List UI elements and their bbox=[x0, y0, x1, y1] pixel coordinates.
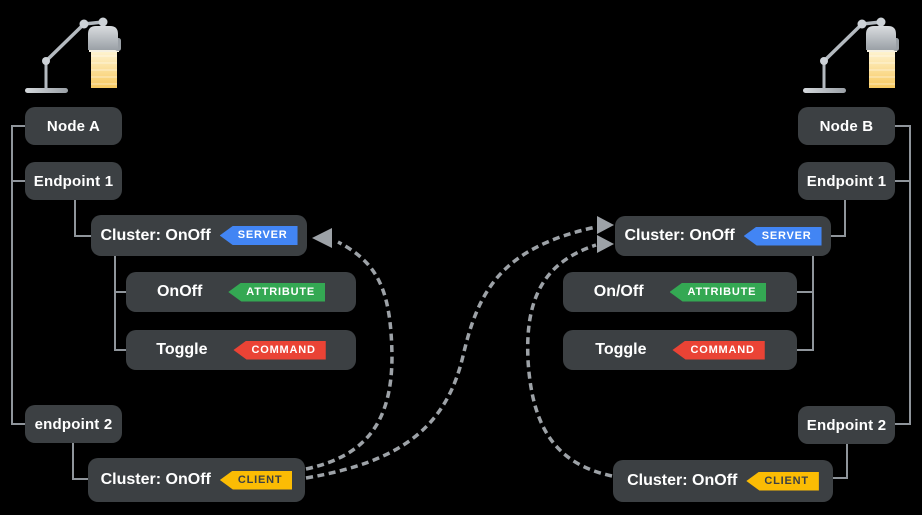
node-a-label: Node A bbox=[46, 117, 101, 135]
cluster-label: Cluster: OnOff bbox=[624, 227, 735, 244]
cluster-label: Cluster: OnOff bbox=[100, 226, 211, 244]
node-b-endpoint-2-box: Endpoint 2 bbox=[798, 406, 895, 444]
desk-lamp-icon bbox=[23, 15, 123, 95]
attribute-badge: ATTRIBUTE bbox=[228, 282, 326, 302]
cluster-label: Cluster: OnOff bbox=[627, 472, 738, 489]
server-badge: SERVER bbox=[743, 226, 822, 246]
endpoint-label: endpoint 2 bbox=[34, 415, 113, 433]
node-a-endpoint-2-box: endpoint 2 bbox=[25, 405, 122, 443]
server-badge: SERVER bbox=[219, 226, 298, 245]
binding-arrow-clientB-to-serverB bbox=[525, 243, 613, 478]
endpoint-label: Endpoint 1 bbox=[33, 172, 114, 190]
attribute-label: On/Off bbox=[593, 283, 644, 300]
binding-arrow-clientA-to-serverA bbox=[305, 240, 394, 471]
endpoint-label: Endpoint 2 bbox=[806, 416, 887, 434]
client-badge: CLIENT bbox=[219, 470, 293, 490]
node-b-server-cluster-box: Cluster: OnOff SERVER bbox=[615, 216, 831, 256]
node-a-box: Node A bbox=[25, 107, 122, 145]
arrowhead-into-serverB-lower bbox=[597, 235, 614, 253]
node-b-client-cluster-box: Cluster: OnOff CLIENT bbox=[613, 460, 833, 502]
node-b-box: Node B bbox=[798, 107, 895, 145]
tree-connector-lines-left bbox=[11, 125, 126, 480]
command-label: Toggle bbox=[595, 341, 647, 358]
command-label: Toggle bbox=[156, 341, 208, 358]
command-badge: COMMAND bbox=[672, 340, 765, 360]
node-b-endpoint-1-box: Endpoint 1 bbox=[798, 162, 895, 200]
arrowhead-into-serverA bbox=[312, 228, 332, 248]
desk-lamp-icon bbox=[801, 15, 901, 95]
binding-arrow-clientA-to-serverB bbox=[305, 225, 597, 480]
node-a-client-cluster-box: Cluster: OnOff CLIENT bbox=[88, 458, 305, 502]
client-badge: CLIENT bbox=[746, 471, 819, 491]
attribute-label: OnOff bbox=[156, 283, 203, 300]
endpoint-label: Endpoint 1 bbox=[806, 172, 887, 190]
cluster-label: Cluster: OnOff bbox=[100, 471, 211, 488]
node-b-attribute-box: On/Off ATTRIBUTE bbox=[563, 272, 797, 312]
node-a-attribute-box: OnOff ATTRIBUTE bbox=[126, 272, 356, 312]
attribute-badge: ATTRIBUTE bbox=[669, 282, 767, 302]
node-b-command-box: Toggle COMMAND bbox=[563, 330, 797, 370]
node-a-server-cluster-box: Cluster: OnOff SERVER bbox=[91, 215, 307, 256]
node-a-command-box: Toggle COMMAND bbox=[126, 330, 356, 370]
tree-connector-lines-right bbox=[797, 125, 911, 479]
command-badge: COMMAND bbox=[233, 340, 326, 360]
node-b-label: Node B bbox=[819, 117, 874, 135]
node-a-endpoint-1-box: Endpoint 1 bbox=[25, 162, 122, 200]
arrowhead-into-serverB-upper bbox=[597, 216, 614, 234]
